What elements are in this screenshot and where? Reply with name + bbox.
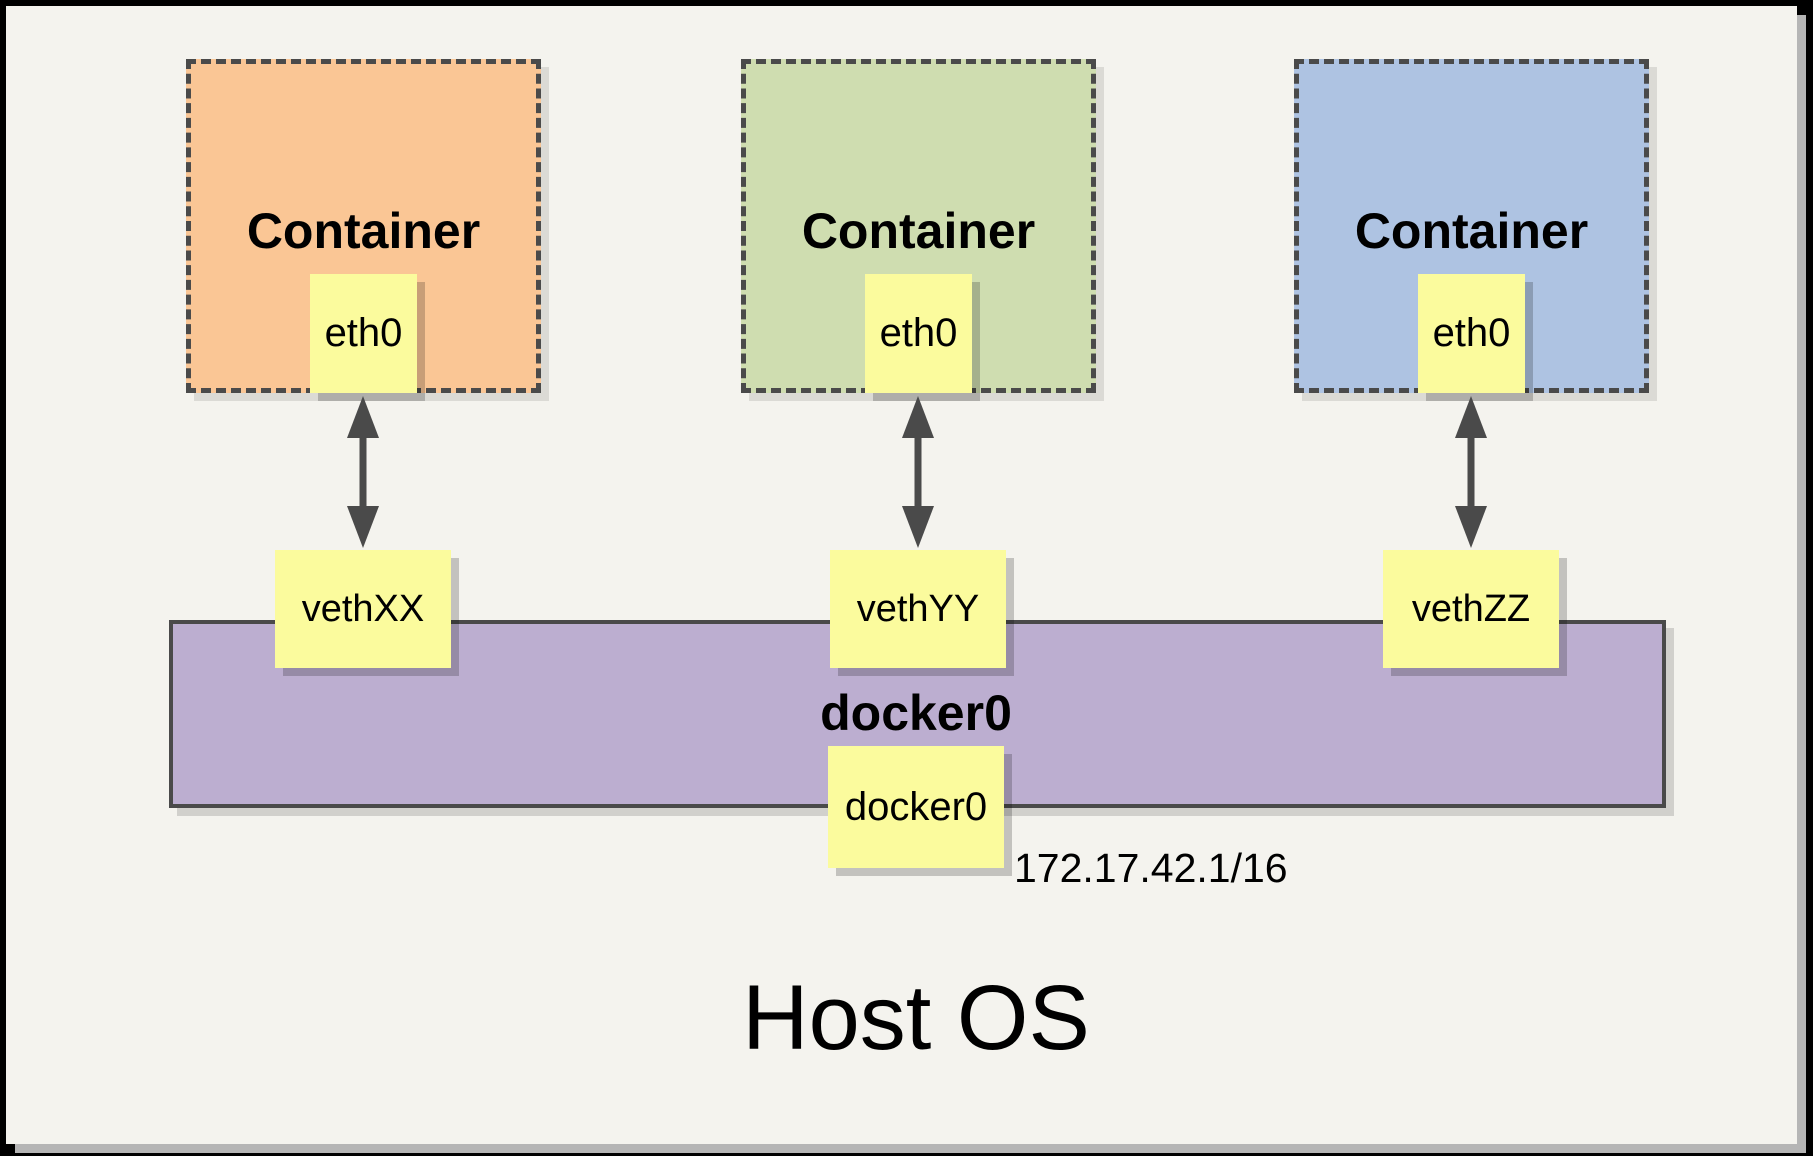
eth0-interface-box-3: eth0 xyxy=(1418,274,1525,393)
diagram-panel: Container eth0 Container eth0 Container … xyxy=(6,6,1797,1144)
eth0-interface-box-1: eth0 xyxy=(310,274,417,393)
eth0-label-1: eth0 xyxy=(324,311,403,355)
host-os-title: Host OS xyxy=(742,967,1090,1069)
container-2-title: Container xyxy=(801,203,1036,259)
bridge-ip-address: 172.17.42.1/16 xyxy=(1014,845,1288,891)
eth0-interface-box-2: eth0 xyxy=(865,274,972,393)
vethZZ-label: vethZZ xyxy=(1411,587,1531,630)
eth0-label-2: eth0 xyxy=(879,311,958,355)
double-arrow-icon-2 xyxy=(902,396,934,548)
container-3-title: Container xyxy=(1354,203,1589,259)
docker0-interface-box: docker0 xyxy=(828,746,1004,868)
container-box-1: Container eth0 xyxy=(186,59,541,393)
vethYY-label: vethYY xyxy=(856,587,980,630)
container-1-title: Container xyxy=(246,203,481,259)
double-arrow-icon-1 xyxy=(347,396,379,548)
vethXX-label: vethXX xyxy=(301,587,425,630)
veth-interface-box-2: vethYY xyxy=(830,550,1006,668)
double-arrow-icon-3 xyxy=(1455,396,1487,548)
docker0-bridge-title: docker0 xyxy=(820,685,1012,741)
veth-interface-box-3: vethZZ xyxy=(1383,550,1559,668)
docker0-interface-label: docker0 xyxy=(844,784,988,829)
container-box-2: Container eth0 xyxy=(741,59,1096,393)
veth-interface-box-1: vethXX xyxy=(275,550,451,668)
container-box-3: Container eth0 xyxy=(1294,59,1649,393)
eth0-label-3: eth0 xyxy=(1432,311,1511,355)
